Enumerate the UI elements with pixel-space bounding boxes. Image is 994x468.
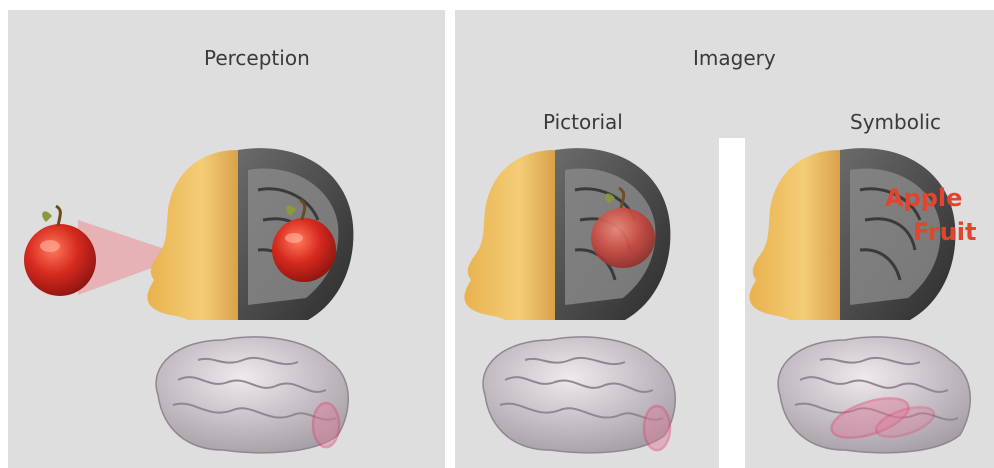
symbolic-word-apple: Apple	[885, 184, 962, 212]
pictorial-visual-cortex-highlight	[644, 406, 670, 450]
visual-cortex-highlight	[313, 403, 339, 447]
symbolic-brain-icon	[778, 337, 970, 453]
head-icon	[147, 150, 238, 320]
perception-panel: Perception	[8, 10, 445, 468]
symbolic-word-fruit: Fruit	[913, 218, 976, 246]
apple-icon	[24, 206, 96, 296]
perception-figure	[8, 10, 445, 468]
pictorial-symbolic-divider	[719, 138, 745, 468]
